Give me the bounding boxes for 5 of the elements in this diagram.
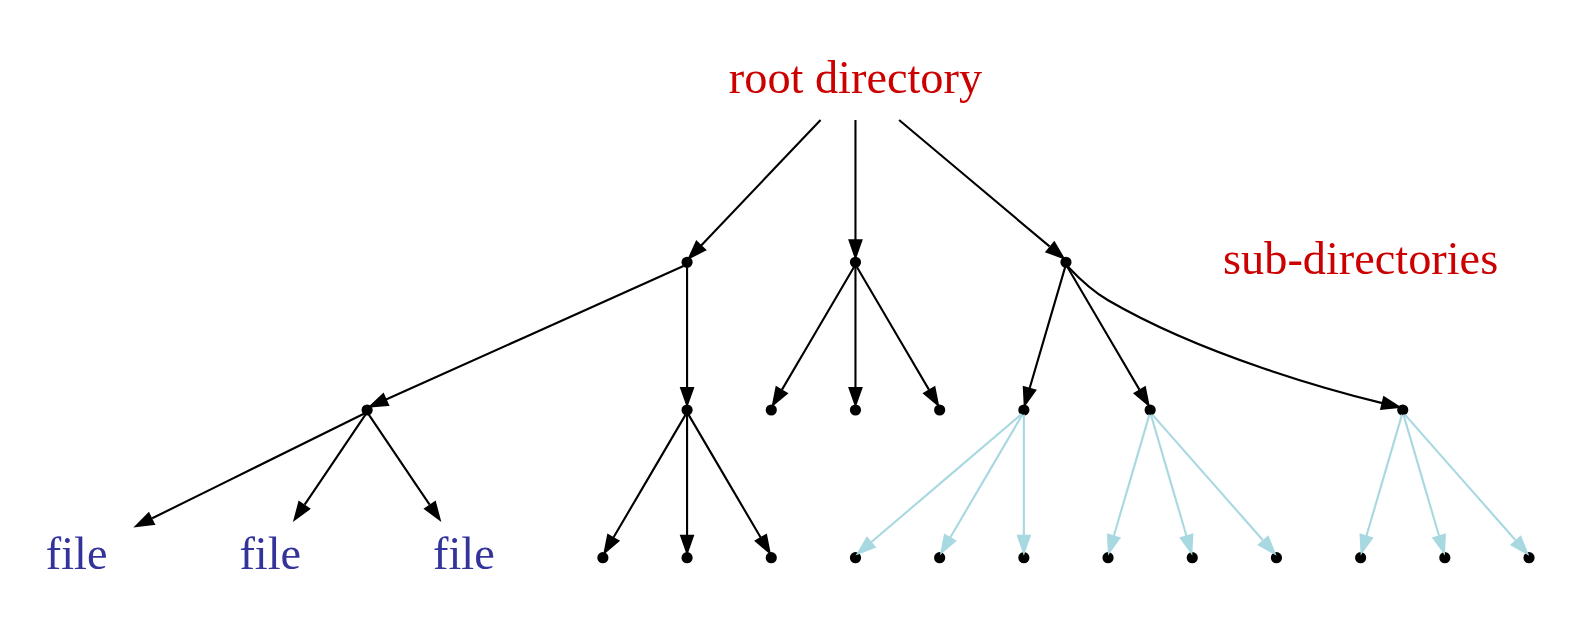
node-text: file [239, 528, 302, 580]
node-text: root directory [728, 52, 983, 104]
node-text: file [433, 528, 495, 580]
node-text: file [45, 528, 108, 580]
label: sub-directories [1223, 233, 1499, 285]
